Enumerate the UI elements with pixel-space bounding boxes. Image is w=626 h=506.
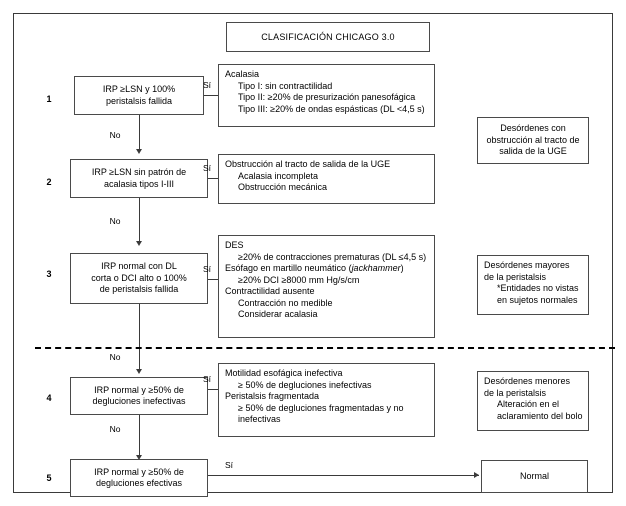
no-label-2: No <box>109 216 121 226</box>
result-box-3-line5: Contractilidad ausente <box>225 286 315 296</box>
no-connector-1 <box>139 115 140 152</box>
decision-box-3-line2: corta o DCI alto o 100% <box>91 272 187 283</box>
no-label-3: No <box>109 352 121 362</box>
decision-box-1-line1: IRP ≥LSN y 100% <box>102 84 176 94</box>
decision-box-1-line2: peristalsis fallida <box>105 95 173 106</box>
yes-connector-5 <box>208 475 479 476</box>
category-box-obstruction: Desórdenes con obstrucción al tracto de … <box>477 117 589 164</box>
result-box-2-line1: Obstrucción al tracto de salida de la UG… <box>225 159 391 169</box>
decision-box-4-line2: degluciones inefectivas <box>92 396 186 406</box>
decision-box-3: IRP normal con DL corta o DCI alto o 100… <box>70 253 208 304</box>
result-box-2-line3: Obstrucción mecánica <box>238 182 328 192</box>
decision-box-2-line2: acalasia tipos I-III <box>103 178 175 189</box>
step-number-4: 4 <box>46 393 52 403</box>
decision-box-2-line1: IRP ≥LSN sin patrón de <box>91 167 187 177</box>
decision-box-4: IRP normal y ≥50% de degluciones inefect… <box>70 377 208 415</box>
decision-box-3-line3: de peristalsis fallida <box>99 284 179 295</box>
yes-arrowhead-5 <box>474 471 479 478</box>
yes-label-2: Sí <box>202 163 212 173</box>
result-box-1-line1: Acalasia <box>225 69 260 79</box>
yes-label-3: Sí <box>202 264 212 274</box>
category-minor-line4: aclaramiento del bolo <box>497 410 583 421</box>
no-arrowhead-3 <box>135 369 142 374</box>
decision-box-3-line1: IRP normal con DL <box>101 261 177 272</box>
no-arrowhead-1 <box>135 149 142 154</box>
no-arrowhead-4 <box>135 455 142 460</box>
category-major-line2: de la peristalsis <box>484 271 547 282</box>
result-box-1-line2: Tipo I: sin contractilidad <box>238 80 333 91</box>
category-obstruction-line1: Desórdenes con <box>500 123 566 134</box>
category-minor-line1: Desórdenes menores <box>484 376 571 386</box>
no-connector-4 <box>139 415 140 458</box>
decision-box-5-line2: degluciones efectivas <box>95 478 183 488</box>
step-number-5: 5 <box>46 473 52 483</box>
result-box-4-line2: ≥ 50% de degluciones inefectivas <box>238 379 372 390</box>
no-connector-2 <box>139 198 140 244</box>
major-minor-divider <box>35 347 615 349</box>
result-box-5-label: Normal <box>519 470 549 481</box>
category-minor-line2: de la peristalsis <box>484 387 547 398</box>
decision-box-2: IRP ≥LSN sin patrón de acalasia tipos I-… <box>70 159 208 198</box>
category-minor-line3: Alteración en el <box>497 399 560 409</box>
category-major-line1: Desórdenes mayores <box>484 260 570 270</box>
jackhammer-line-suffix: ) <box>400 263 404 273</box>
no-label-1: No <box>109 130 121 140</box>
yes-label-5: Sí <box>224 460 234 470</box>
no-label-4: No <box>109 424 121 434</box>
jackhammer-line-prefix: Esófago en martillo neumático ( <box>225 263 352 273</box>
category-major-line3: *Entidades no vistas <box>497 283 579 293</box>
result-box-3-line1: DES <box>225 240 244 250</box>
result-box-4-line4: ≥ 50% de degluciones fragmentadas y no <box>238 402 404 413</box>
category-obstruction-line2: obstrucción al tracto de <box>486 134 580 145</box>
result-box-3-line3: Esófago en martillo neumático (jackhamme… <box>225 263 429 275</box>
result-box-2-line2: Acalasia incompleta <box>238 170 319 181</box>
result-box-4-line1: Motilidad esofágica inefectiva <box>225 368 343 378</box>
title-box: CLASIFICACIÓN CHICAGO 3.0 <box>226 22 430 52</box>
result-box-4: Motilidad esofágica inefectiva ≥ 50% de … <box>218 363 435 437</box>
decision-box-4-line1: IRP normal y ≥50% de <box>94 384 184 395</box>
result-box-1: Acalasia Tipo I: sin contractilidad Tipo… <box>218 64 435 127</box>
category-box-minor-peristalsis: Desórdenes menores de la peristalsis Alt… <box>477 371 589 431</box>
no-connector-3 <box>139 304 140 372</box>
jackhammer-italic: jackhammer <box>351 263 401 273</box>
category-major-line4: en sujetos normales <box>497 294 578 305</box>
decision-box-5: IRP normal y ≥50% de degluciones efectiv… <box>70 459 208 497</box>
no-arrowhead-2 <box>135 241 142 246</box>
result-box-3-line2: ≥20% de contracciones prematuras (DL ≤4,… <box>238 251 427 262</box>
result-box-1-line4: Tipo III: ≥20% de ondas espásticas (DL <… <box>238 103 425 114</box>
result-box-4-line5: inefectivas <box>238 414 281 424</box>
step-number-1: 1 <box>46 94 52 104</box>
result-box-3-line6: Contracción no medible <box>238 297 333 308</box>
result-box-3-line4: ≥20% DCI ≥8000 mm Hg/s/cm <box>238 274 360 285</box>
title-label: CLASIFICACIÓN CHICAGO 3.0 <box>261 32 395 42</box>
yes-label-1: Sí <box>202 80 212 90</box>
yes-label-4: Sí <box>202 374 212 384</box>
diagram-outer-frame <box>13 13 613 493</box>
decision-box-5-line1: IRP normal y ≥50% de <box>94 466 184 477</box>
result-box-1-line3: Tipo II: ≥20% de presurización panesofág… <box>238 92 416 102</box>
result-box-3-line7: Considerar acalasia <box>238 309 318 319</box>
step-number-2: 2 <box>46 177 52 187</box>
step-number-3: 3 <box>46 269 52 279</box>
result-box-2: Obstrucción al tracto de salida de la UG… <box>218 154 435 204</box>
category-box-major-peristalsis: Desórdenes mayores de la peristalsis *En… <box>477 255 589 315</box>
category-obstruction-line3: salida de la UGE <box>499 146 567 157</box>
result-box-4-line3: Peristalsis fragmentada <box>225 391 320 401</box>
decision-box-1: IRP ≥LSN y 100% peristalsis fallida <box>74 76 204 115</box>
result-box-5-normal: Normal <box>481 460 588 493</box>
result-box-3: DES ≥20% de contracciones prematuras (DL… <box>218 235 435 338</box>
